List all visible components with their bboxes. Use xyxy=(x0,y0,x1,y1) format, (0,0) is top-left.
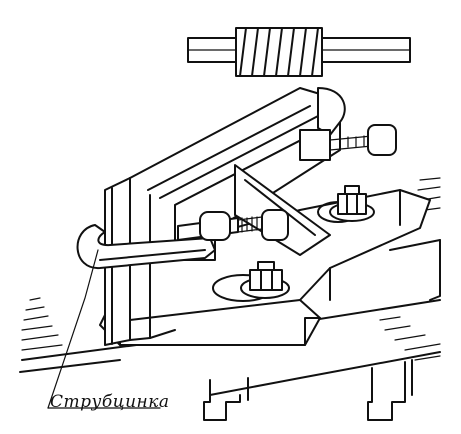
machine-table xyxy=(19,177,441,421)
rear-clamp xyxy=(299,87,397,161)
bolt-nut-front xyxy=(240,261,290,299)
clamp-label: Струбцинка xyxy=(50,392,170,412)
spindle-shaft xyxy=(187,27,411,77)
bolt-nut-rear xyxy=(329,185,375,222)
leader-line xyxy=(47,249,99,409)
c-clamp xyxy=(76,209,289,270)
